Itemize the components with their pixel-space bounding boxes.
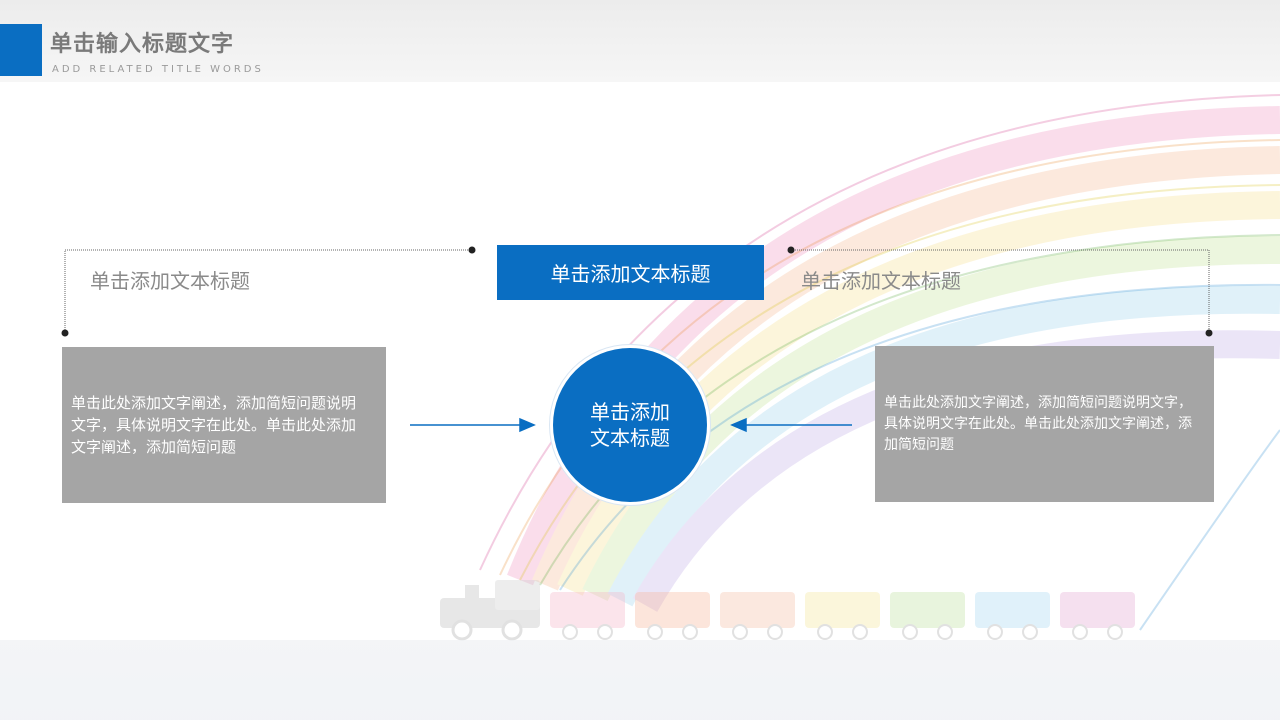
center-circle[interactable]: 单击添加 文本标题	[553, 348, 707, 502]
circle-line-1: 单击添加	[590, 400, 670, 424]
left-section-title[interactable]: 单击添加文本标题	[90, 269, 250, 293]
bottom-band	[0, 640, 1280, 720]
page-title[interactable]: 单击输入标题文字	[50, 32, 235, 57]
center-title-tag[interactable]: 单击添加文本标题	[497, 245, 764, 300]
left-text-box[interactable]: 单击此处添加文字阐述，添加简短问题说明文字，具体说明文字在此处。单击此处添加文字…	[62, 347, 386, 503]
right-text-box[interactable]: 单击此处添加文字阐述，添加简短问题说明文字，具体说明文字在此处。单击此处添加文字…	[875, 346, 1214, 502]
title-accent-square	[0, 24, 42, 76]
right-text-box-body: 单击此处添加文字阐述，添加简短问题说明文字，具体说明文字在此处。单击此处添加文字…	[884, 394, 1192, 453]
circle-line-2: 文本标题	[590, 426, 670, 450]
left-text-box-body: 单击此处添加文字阐述，添加简短问题说明文字，具体说明文字在此处。单击此处添加文字…	[71, 394, 357, 456]
right-section-title[interactable]: 单击添加文本标题	[801, 269, 961, 293]
page-subtitle[interactable]: ADD RELATED TITLE WORDS	[52, 64, 264, 75]
header-band	[0, 0, 1280, 82]
